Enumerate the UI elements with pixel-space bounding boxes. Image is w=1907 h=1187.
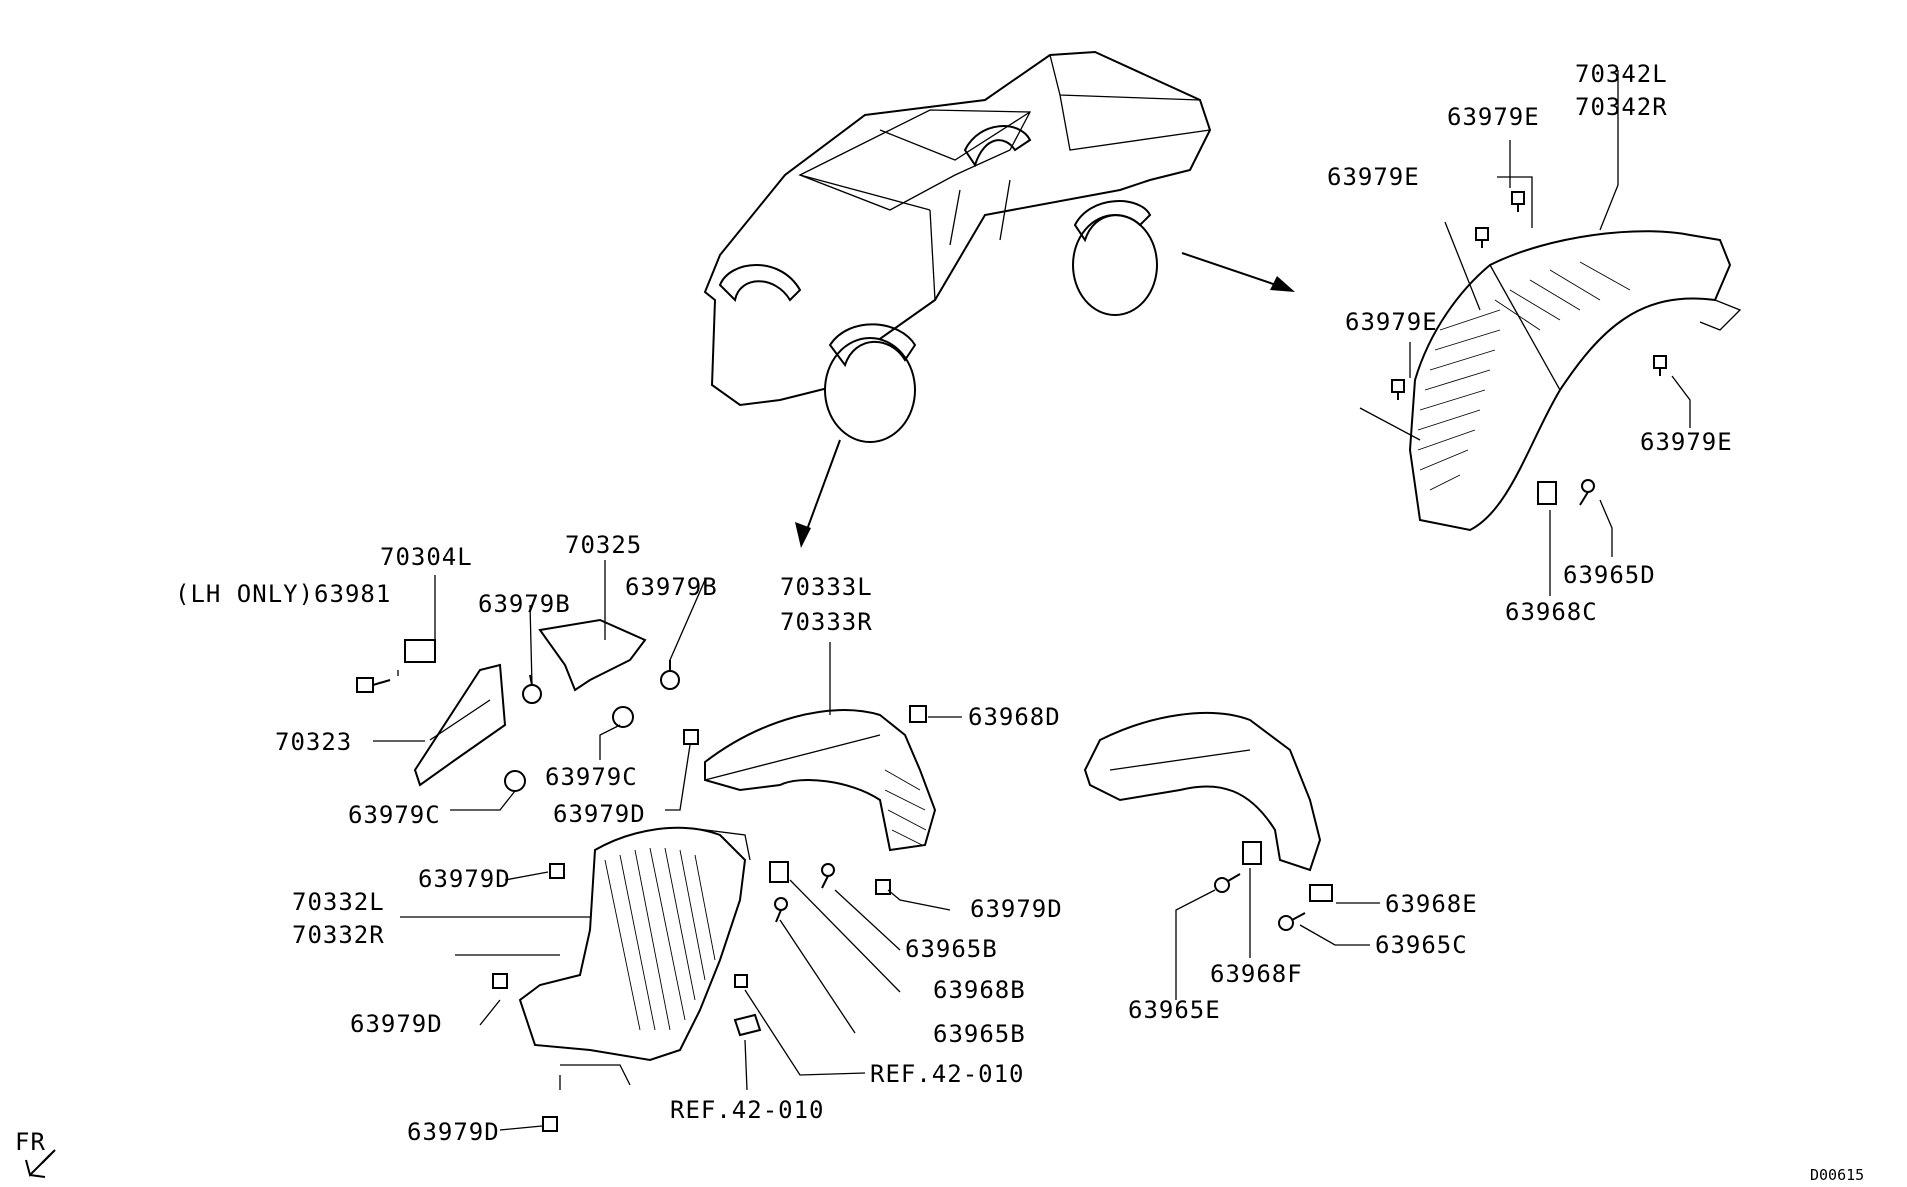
- clip-63979D-e: [875, 879, 891, 895]
- clip-63979D-a: [683, 729, 699, 745]
- label-63979D-left: 63979D: [418, 865, 511, 893]
- label-70323: 70323: [275, 728, 352, 756]
- nut-63968F: [1242, 841, 1262, 865]
- clip-63979E-a: [1475, 227, 1489, 248]
- nut-63968B: [769, 861, 789, 883]
- label-63979D-center: 63979D: [553, 800, 646, 828]
- label-63979E-top: 63979E: [1447, 103, 1540, 131]
- label-63979D-bottom-left: 63979D: [350, 1010, 443, 1038]
- front-fasteners: [356, 660, 927, 1132]
- label-63968D: 63968D: [968, 703, 1061, 731]
- label-70332R: 70332R: [292, 921, 385, 949]
- label-70342L: 70342L: [1575, 60, 1668, 88]
- nut-63968C: [1537, 481, 1557, 505]
- label-70325: 70325: [565, 531, 642, 559]
- screw-63965D: [1579, 479, 1595, 506]
- clip-63979D-b: [549, 863, 565, 879]
- screw-63965B-a: [821, 863, 835, 889]
- label-63979B-right: 63979B: [625, 573, 718, 601]
- ref-part-42-010-a: [734, 974, 748, 988]
- front-direction-indicator: [25, 1149, 56, 1178]
- part-labels: 70342L 70342R 63979E 63979E 63979E 63979…: [15, 60, 1864, 1184]
- label-63965B-upper: 63965B: [905, 935, 998, 963]
- label-63979D-right: 63979D: [970, 895, 1063, 923]
- nut-63968D: [909, 705, 927, 723]
- label-63979B-left: 63979B: [478, 590, 571, 618]
- nut-63968E: [1309, 884, 1333, 902]
- label-70332L: 70332L: [292, 888, 385, 916]
- label-63979E-upper: 63979E: [1327, 163, 1420, 191]
- middle-fender-liner: [1083, 711, 1380, 1000]
- label-63981: (LH ONLY)63981: [175, 580, 391, 608]
- front-fender-liner-70333: [704, 709, 937, 852]
- bracket-70304L: [404, 639, 436, 663]
- pointer-arrows: [795, 252, 1295, 548]
- label-63965B-lower: 63965B: [933, 1020, 1026, 1048]
- label-70304L: 70304L: [380, 543, 473, 571]
- bracket-70323: [413, 663, 507, 787]
- label-63968F: 63968F: [1210, 960, 1303, 988]
- label-63965C: 63965C: [1375, 931, 1468, 959]
- label-70333L: 70333L: [780, 573, 873, 601]
- label-63965E: 63965E: [1128, 996, 1221, 1024]
- label-70342R: 70342R: [1575, 93, 1668, 121]
- pickup-truck-illustration: [703, 50, 1212, 443]
- label-63979C-lower: 63979C: [348, 801, 441, 829]
- label-fr: FR: [15, 1128, 46, 1156]
- front-leader-lines: [373, 560, 962, 1131]
- nut-63979C-b: [504, 770, 526, 792]
- label-63979C-middle: 63979C: [545, 763, 638, 791]
- label-ref-42-010-bottom: REF.42-010: [670, 1096, 825, 1124]
- bracket-70325: [538, 618, 647, 692]
- label-70333R: 70333R: [780, 608, 873, 636]
- nut-63979C-a: [612, 706, 634, 728]
- clip-63979D-d: [542, 1116, 558, 1132]
- label-ref-42-010-right: REF.42-010: [870, 1060, 1025, 1088]
- clip-63979E-b: [1511, 191, 1525, 212]
- front-fender-liner-70332: [518, 826, 751, 1062]
- label-63979D-bottom: 63979D: [407, 1118, 500, 1146]
- clip-63979D-c: [492, 973, 508, 989]
- label-63965D: 63965D: [1563, 561, 1656, 589]
- ref-part-42-010-b: [733, 1013, 762, 1037]
- label-63968C: 63968C: [1505, 598, 1598, 626]
- diagram-code: D00615: [1810, 1166, 1864, 1184]
- screw-63965E: [1214, 873, 1241, 893]
- label-63979E-right: 63979E: [1640, 428, 1733, 456]
- clip-63979E-c: [1391, 379, 1405, 400]
- label-63968E: 63968E: [1385, 890, 1478, 918]
- clip-63979E-d: [1653, 355, 1667, 376]
- screw-63965B-b: [774, 897, 788, 923]
- rear-fender-liner-70342: [1359, 70, 1742, 596]
- label-63979E-left: 63979E: [1345, 308, 1438, 336]
- label-63968B: 63968B: [933, 976, 1026, 1004]
- screw-63965C: [1278, 912, 1306, 931]
- clip-63979B-b: [660, 660, 680, 690]
- bolt-63981: [356, 677, 391, 693]
